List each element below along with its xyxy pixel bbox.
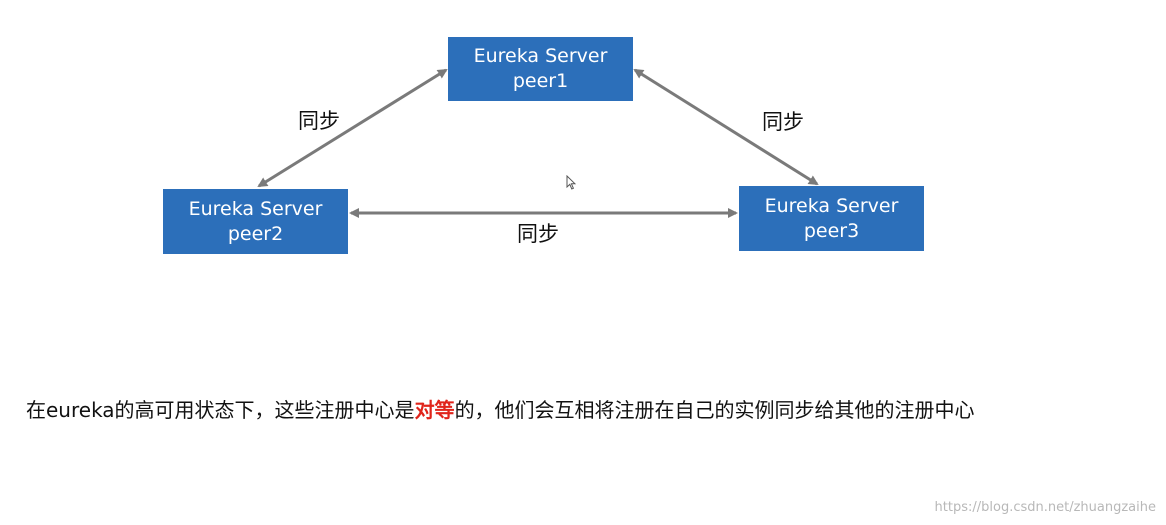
arrow-peer1-peer3 bbox=[633, 68, 819, 186]
edge-label-peer1-peer3: 同步 bbox=[762, 110, 804, 134]
node-peer3-name: peer3 bbox=[803, 219, 860, 242]
caption-highlight: 对等 bbox=[414, 398, 455, 422]
node-peer1-name: peer1 bbox=[512, 70, 569, 92]
mouse-pointer-icon bbox=[566, 175, 576, 190]
arrow-peer1-peer2 bbox=[257, 68, 448, 188]
node-peer3-title: Eureka Server bbox=[764, 194, 899, 217]
watermark: https://blog.csdn.net/zhuangzaihe bbox=[934, 500, 1156, 515]
caption-after: 的，他们会互相将注册在自己的实例同步给其他的注册中心 bbox=[454, 398, 975, 422]
node-peer1-title: Eureka Server bbox=[473, 45, 608, 67]
caption: 在eureka的高可用状态下，这些注册中心是对等的，他们会互相将注册在自己的实例… bbox=[26, 394, 975, 423]
node-peer2-title: Eureka Server bbox=[188, 197, 323, 220]
node-peer3: Eureka Server peer3 bbox=[739, 186, 924, 251]
node-peer1: Eureka Server peer1 bbox=[448, 37, 633, 101]
node-peer2: Eureka Server peer2 bbox=[163, 189, 348, 254]
caption-before: 在eureka的高可用状态下，这些注册中心是 bbox=[26, 398, 415, 422]
node-peer2-name: peer2 bbox=[227, 222, 284, 245]
edge-label-peer1-peer2: 同步 bbox=[298, 109, 340, 133]
edge-label-peer2-peer3: 同步 bbox=[517, 222, 559, 246]
